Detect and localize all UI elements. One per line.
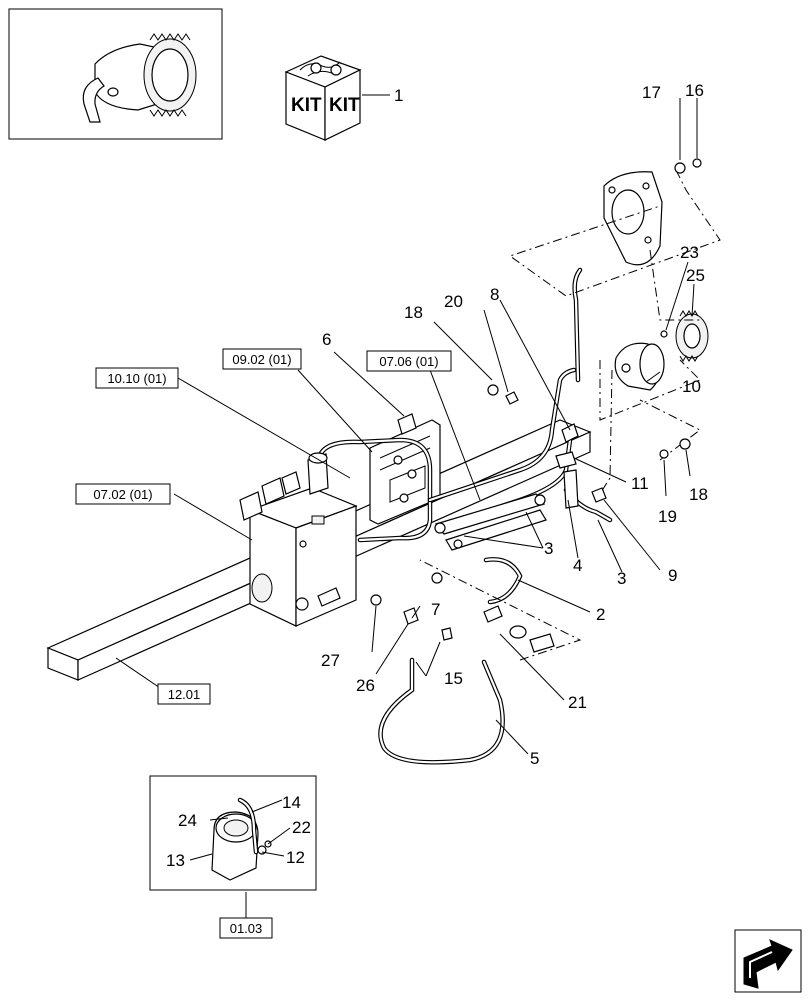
- callout-8: 8: [490, 285, 499, 304]
- kit-box-icon: KIT KIT: [284, 55, 362, 141]
- callout-18b: 18: [689, 485, 708, 504]
- hydraulic-lines: [316, 267, 613, 765]
- callout-6: 6: [322, 330, 331, 349]
- fittings: [307, 158, 702, 653]
- callout-3b: 3: [617, 569, 626, 588]
- navigation-arrow-icon[interactable]: [734, 929, 802, 993]
- cylinder-assembly: [434, 493, 547, 551]
- callout-16: 16: [685, 81, 704, 100]
- callout-25: 25: [686, 266, 705, 285]
- inset-detail[interactable]: [149, 775, 317, 891]
- reference-boxes: 10.10 (01) 09.02 (01) 07.06 (01) 07.02 (…: [75, 348, 452, 939]
- pump-assembly: [614, 310, 709, 391]
- callout-27: 27: [321, 651, 340, 670]
- cover-plate: [603, 171, 663, 266]
- kit-label-right: KIT: [329, 95, 360, 116]
- callout-23: 23: [680, 243, 699, 262]
- callout-26: 26: [356, 676, 375, 695]
- leader-lines: [115, 98, 698, 918]
- pump-thumbnail[interactable]: [8, 8, 223, 140]
- callout-18a: 18: [404, 303, 423, 322]
- callout-20: 20: [444, 292, 463, 311]
- callout-10: 10: [682, 377, 701, 396]
- callout-9: 9: [668, 566, 677, 585]
- callout-22: 22: [292, 818, 311, 837]
- callout-3a: 3: [544, 539, 553, 558]
- ref-10-10[interactable]: 10.10 (01): [107, 371, 166, 386]
- callout-1: 1: [394, 86, 403, 105]
- callout-14: 14: [282, 793, 301, 812]
- ref-07-02[interactable]: 07.02 (01): [93, 487, 152, 502]
- callout-11: 11: [631, 474, 649, 493]
- ref-09-02[interactable]: 09.02 (01): [232, 352, 291, 367]
- callout-7: 7: [431, 600, 440, 619]
- kit-label-left: KIT: [291, 95, 322, 116]
- pump-thumbnail-icon: [82, 33, 197, 123]
- callout-4: 4: [573, 556, 582, 575]
- assembly-lines: [419, 169, 721, 661]
- callout-13: 13: [166, 851, 185, 870]
- callout-2: 2: [596, 605, 605, 624]
- ref-12-01[interactable]: 12.01: [168, 687, 201, 702]
- callout-5: 5: [530, 749, 539, 768]
- callout-numbers: 1 2 3 3 4 5 6 7 8 9 10 11 12 13 14 15 16…: [166, 81, 708, 870]
- ref-07-06[interactable]: 07.06 (01): [379, 354, 438, 369]
- callout-19: 19: [658, 507, 677, 526]
- valve-housing: [239, 471, 358, 627]
- callout-21: 21: [568, 693, 587, 712]
- callout-17: 17: [642, 83, 661, 102]
- callout-12: 12: [286, 848, 305, 867]
- callout-15: 15: [444, 669, 463, 688]
- callout-24: 24: [178, 811, 197, 830]
- ref-01-03[interactable]: 01.03: [230, 921, 263, 936]
